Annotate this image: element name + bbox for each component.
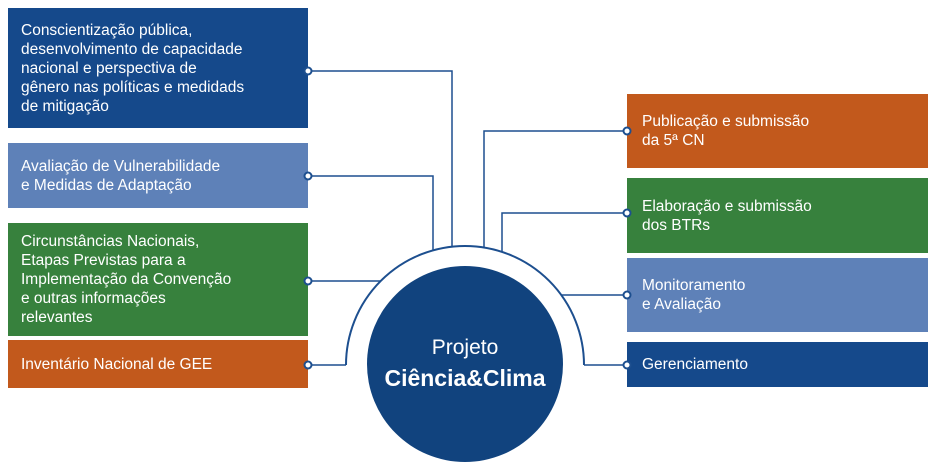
center-title-line1: Projeto xyxy=(431,336,499,359)
right-box-publication: Publicação e submissão da 5ª CN xyxy=(627,94,928,168)
center-circle: Projeto Ciência&Clima xyxy=(367,266,563,462)
left-box-awareness-label: Conscientização pública, desenvolvimento… xyxy=(21,21,245,115)
connector-publication-line xyxy=(483,130,627,248)
left-box-vulnerability: Avaliação de Vulnerabilidade e Medidas d… xyxy=(8,143,308,208)
right-box-management-label: Gerenciamento xyxy=(642,356,748,373)
right-box-management: Gerenciamento xyxy=(627,342,928,387)
right-box-publication-label: Publicação e submissão da 5ª CN xyxy=(642,113,810,149)
left-box-awareness: Conscientização pública, desenvolvimento… xyxy=(8,8,308,128)
left-box-vulnerability-label: Avaliação de Vulnerabilidade e Medidas d… xyxy=(21,157,221,194)
left-box-circumstances-label: Circunstâncias Nacionais, Etapas Previst… xyxy=(21,233,232,326)
left-box-ghg-inventory: Inventário Nacional de GEE xyxy=(8,340,308,388)
connector-vulnerability-line xyxy=(308,175,434,250)
right-box-btrs-label: Elaboração e submissão dos BTRs xyxy=(642,197,812,234)
center-title-line2: Ciência&Clima xyxy=(384,365,546,391)
right-box-monitoring-label: Monitoramento e Avaliação xyxy=(642,277,746,313)
left-box-circumstances: Circunstâncias Nacionais, Etapas Previst… xyxy=(8,223,308,336)
right-box-monitoring: Monitoramento e Avaliação xyxy=(627,258,928,332)
left-box-ghg-inventory-label: Inventário Nacional de GEE xyxy=(21,355,213,373)
connector-btrs-line xyxy=(501,212,627,252)
right-box-btrs: Elaboração e submissão dos BTRs xyxy=(627,178,928,253)
connector-awareness-line xyxy=(308,70,453,247)
